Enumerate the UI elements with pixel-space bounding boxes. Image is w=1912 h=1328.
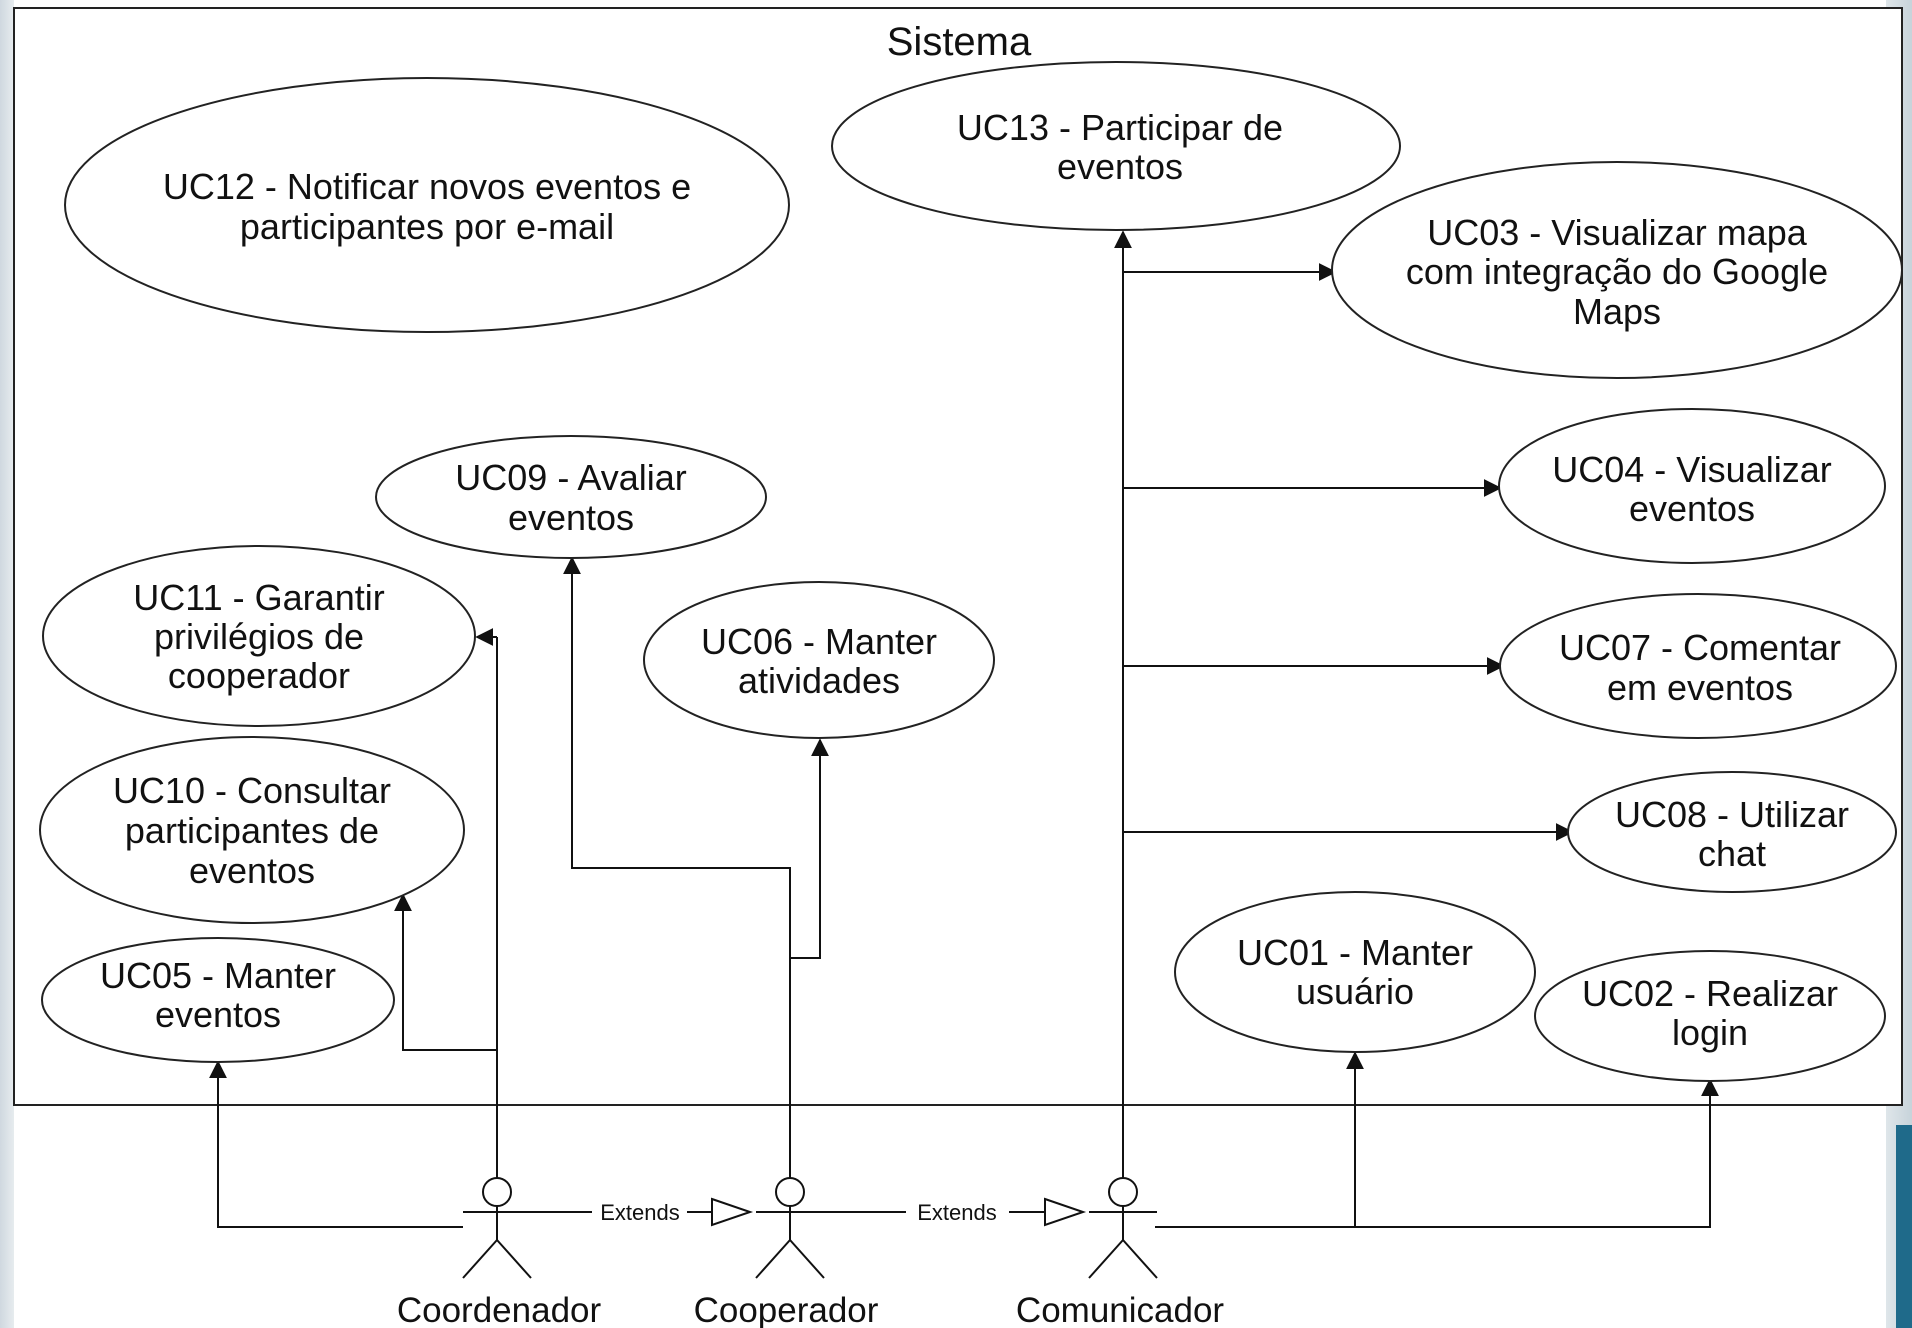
coordenador-label: Coordenador [397, 1291, 602, 1328]
uc11-label-line1: UC11 - Garantir [133, 577, 384, 618]
uc04-label-line2: eventos [1629, 488, 1755, 529]
uc03-ellipse[interactable] [1331, 161, 1903, 379]
uc03-label-line3: Maps [1573, 291, 1661, 332]
uc09-label-line2: eventos [508, 497, 634, 538]
uc13-ellipse[interactable] [831, 61, 1401, 231]
uc12-label-line1: UC12 - Notificar novos eventos e [163, 166, 691, 207]
uc03-label-line2: com integração do Google [1406, 251, 1828, 292]
uc05-ellipse[interactable] [41, 937, 395, 1063]
uc04-ellipse[interactable] [1498, 408, 1886, 564]
background-left-edge [0, 0, 14, 1328]
line-coordenador-uc10 [394, 893, 497, 1051]
generalization-arrow-2 [1044, 1197, 1087, 1227]
uc13-label-line2: eventos [1057, 146, 1183, 187]
line-cooperador-uc06 [790, 738, 829, 959]
uc06-label-line2: atividades [738, 660, 900, 701]
comunicador-label: Comunicador [1016, 1291, 1224, 1328]
uc01-label-line2: usuário [1296, 971, 1414, 1012]
uc12-ellipse[interactable] [64, 77, 790, 333]
uc13-label-line1: UC13 - Participar de [957, 107, 1283, 148]
uc07-label-line2: em eventos [1607, 667, 1793, 708]
uc07-ellipse[interactable] [1499, 593, 1897, 739]
background-accent [1896, 1125, 1912, 1328]
uc02-label-line1: UC02 - Realizar [1582, 973, 1838, 1014]
uc05-label-line2: eventos [155, 994, 281, 1035]
uc12-label-line2: participantes por e-mail [240, 206, 614, 247]
uc11-ellipse[interactable] [42, 545, 476, 727]
uc10-ellipse[interactable] [39, 736, 465, 924]
uc10-label-line2: participantes de [125, 810, 379, 851]
cooperador-actor-icon[interactable] [755, 1177, 825, 1279]
uc08-label-line1: UC08 - Utilizar [1615, 794, 1849, 835]
uc09-ellipse[interactable] [375, 435, 767, 559]
coordenador-actor-icon[interactable] [462, 1177, 532, 1279]
cooperador-label: Cooperador [694, 1291, 879, 1328]
generalization-arrow-1 [711, 1197, 754, 1227]
line-coordenador-uc05 [209, 1060, 463, 1228]
uc08-ellipse[interactable] [1567, 771, 1897, 893]
comunicador-actor-icon[interactable] [1088, 1177, 1158, 1279]
uc07-label-line1: UC07 - Comentar [1559, 627, 1841, 668]
uc02-ellipse[interactable] [1534, 950, 1886, 1082]
system-title: Sistema [887, 20, 1032, 64]
line-comunicador-uc02 [1355, 1078, 1719, 1228]
uc02-label-line2: login [1672, 1012, 1748, 1053]
uc06-label-line1: UC06 - Manter [701, 621, 937, 662]
extends-label-1: Extends [600, 1200, 680, 1225]
uc04-label-line1: UC04 - Visualizar [1552, 449, 1831, 490]
extends-label-2: Extends [917, 1200, 997, 1225]
line-cooperador-uc09 [563, 556, 791, 1178]
uc09-label-line1: UC09 - Avaliar [455, 457, 686, 498]
uc01-label-line1: UC01 - Manter [1237, 932, 1473, 973]
connector-lines [209, 230, 1719, 1228]
uc05-label-line1: UC05 - Manter [100, 955, 336, 996]
uc10-label-line1: UC10 - Consultar [113, 770, 391, 811]
uc11-label-line3: cooperador [168, 655, 350, 696]
uc03-label-line1: UC03 - Visualizar mapa [1427, 212, 1807, 253]
uc10-label-line3: eventos [189, 850, 315, 891]
uc01-ellipse[interactable] [1174, 891, 1536, 1053]
uc08-label-line2: chat [1698, 833, 1766, 874]
uc06-ellipse[interactable] [643, 581, 995, 739]
uc11-label-line2: privilégios de [154, 616, 364, 657]
